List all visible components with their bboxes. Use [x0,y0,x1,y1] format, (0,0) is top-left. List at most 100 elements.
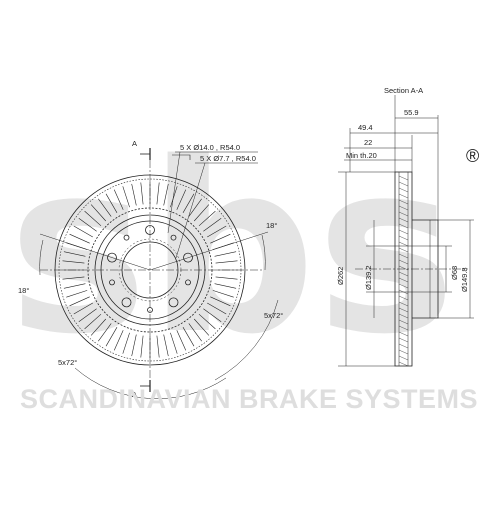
cooling-vane [131,334,137,357]
cooling-vane [73,302,93,315]
cooling-vane [215,276,238,280]
angle-arc-left [39,239,44,276]
watermark-logo-text: sbs [8,113,456,386]
angle-line-right [149,231,269,271]
watermark-tagline: SCANDINAVIAN BRAKE SYSTEMS [20,384,478,414]
cooling-vane [69,233,90,244]
hatch-line [398,235,409,241]
cooling-vane [163,183,169,206]
cooling-vane [98,198,112,217]
cooling-vane [78,308,97,322]
bolt-hole [121,297,132,308]
cooling-vane [66,290,88,298]
cooling-vane [84,210,102,227]
angle-arc-right [261,234,266,271]
hatch-line [398,325,409,331]
cooling-vane [62,276,85,280]
hatch-line [398,343,409,349]
hatch-line [398,331,409,337]
cooling-vane [78,218,97,232]
callout-leader-small-hole [175,162,206,259]
pattern-arc-right [214,299,279,381]
hatch-line [398,211,409,217]
cooling-vane [140,335,144,358]
cooling-vane [198,210,216,227]
hatch-line [398,307,409,313]
cooling-vane [69,296,90,307]
front-view [39,148,279,399]
hatch-line [398,205,409,211]
front-view-labels: A A 5 X Ø14.0 , R54.0 5 X Ø7.7 , R54.0 1… [18,139,283,399]
dim-total-width: 55.9 [404,108,419,117]
pattern-arc-left [74,367,227,399]
hatch-line [398,247,409,253]
cooling-vane [73,225,93,238]
cooling-vanes [62,182,238,358]
cooling-vane [163,334,169,357]
cooling-vane [193,204,210,222]
cooling-vane [62,260,85,264]
hatch-line [398,295,409,301]
hatch-line [398,253,409,259]
hatch-line [398,283,409,289]
cooling-vane [182,327,195,347]
hatch-line [398,199,409,205]
cooling-vane [105,193,118,213]
hatch-line [398,217,409,223]
cooling-vane [214,251,237,257]
hatch-line [398,361,409,367]
cooling-vane [63,251,86,257]
hatch-line [398,265,409,271]
hatch-line [398,277,409,283]
dim-min-thickness: Min th.20 [346,151,377,160]
small-hole [123,234,130,241]
registered-mark: ® [466,146,479,166]
cooling-vane [90,204,107,222]
pattern-label-left: 5x72° [58,358,77,367]
hat-section [412,219,439,319]
cooling-vane [140,182,144,205]
cooling-vane [122,332,130,354]
cooling-vane [210,296,231,307]
sbs-watermark-logo: sbs ® [8,113,479,386]
bolt-hole-callout: 5 X Ø14.0 , R54.0 [180,143,240,152]
cooling-vane [188,198,202,217]
bolt-hole [107,252,117,263]
cooling-vane [212,290,234,298]
hatch-line [398,187,409,193]
hatch-line [398,355,409,361]
cooling-vane [207,302,227,315]
small-hole [109,279,115,286]
bolt-holes [107,225,193,313]
cooling-vane [84,313,102,330]
cooling-vane [193,318,210,336]
section-view-labels: Section A-A 55.9 49.4 22 Min th.20 Ø262 … [336,86,469,292]
vane-hatching [398,175,409,367]
cooling-vane [105,327,118,347]
cooling-vane [210,233,231,244]
dim-hat-height: 49.4 [358,123,373,132]
cooling-vane [182,193,195,213]
hatch-line [398,259,409,265]
hatch-line [398,271,409,277]
bolt-hole [168,297,179,308]
dia-pilot-label: Ø139.2 [364,265,373,290]
hatch-line [398,319,409,325]
cooling-vane [203,308,222,322]
section-view [338,95,474,367]
hatch-line [398,313,409,319]
small-hole [170,234,177,241]
hatch-line [398,223,409,229]
angle-label-right: 18° [266,221,277,230]
section-marker-top: A [132,139,137,148]
cooling-vane [122,186,130,208]
hatch-line [398,181,409,187]
pattern-label-right: 5x72° [264,311,283,320]
cooling-vane [214,283,237,289]
cooling-vane [170,186,178,208]
cooling-vane [63,283,86,289]
cooling-vane [176,189,187,210]
cooling-vane [170,332,178,354]
cooling-vane [113,189,124,210]
dia-outer-label: Ø262 [336,267,345,285]
